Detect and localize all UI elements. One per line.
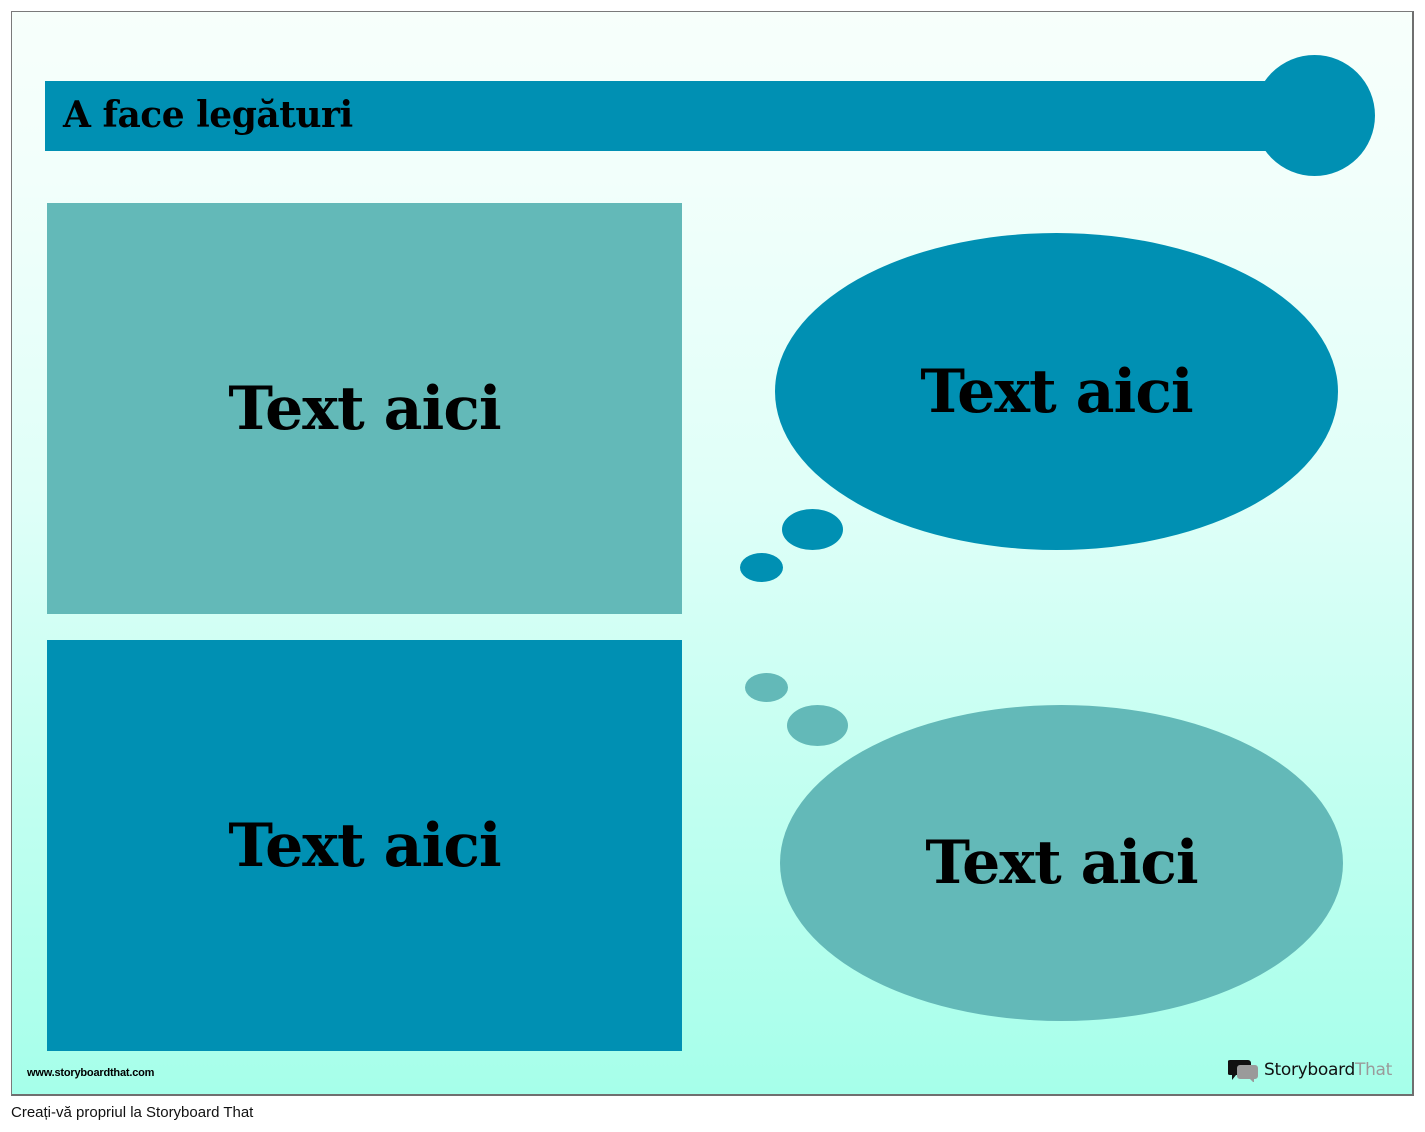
logo-wordmark: StoryboardThat [1264, 1060, 1392, 1080]
title-banner [45, 81, 1275, 151]
bottom-right-text[interactable]: Text aici [925, 828, 1198, 898]
thought-bubble-dot-small-bottom [745, 673, 788, 702]
bottom-left-text-box[interactable]: Text aici [47, 640, 682, 1051]
speech-bubbles-icon [1227, 1058, 1260, 1083]
bottom-right-thought-bubble[interactable]: Text aici [780, 705, 1343, 1021]
top-left-text[interactable]: Text aici [228, 373, 501, 444]
worksheet-canvas: A face legături Text aici Text aici Text… [11, 11, 1414, 1096]
top-left-text-box[interactable]: Text aici [47, 203, 682, 614]
create-your-own-link[interactable]: Creați-vă propriul la Storyboard That [11, 1104, 254, 1121]
top-right-thought-bubble[interactable]: Text aici [775, 233, 1338, 550]
worksheet-title[interactable]: A face legături [63, 94, 353, 136]
top-right-text[interactable]: Text aici [920, 356, 1193, 427]
thought-bubble-dot-large-top [782, 509, 843, 550]
thought-bubble-dot-small-top [740, 553, 783, 582]
logo-brand-suffix: That [1355, 1060, 1393, 1080]
title-banner-circle [1254, 55, 1375, 176]
bottom-left-text[interactable]: Text aici [228, 810, 501, 881]
thought-bubble-dot-large-bottom [787, 705, 848, 746]
storyboardthat-logo: StoryboardThat [1227, 1057, 1392, 1083]
logo-brand: Storyboard [1264, 1060, 1355, 1080]
watermark-url: www.storyboardthat.com [27, 1067, 155, 1079]
